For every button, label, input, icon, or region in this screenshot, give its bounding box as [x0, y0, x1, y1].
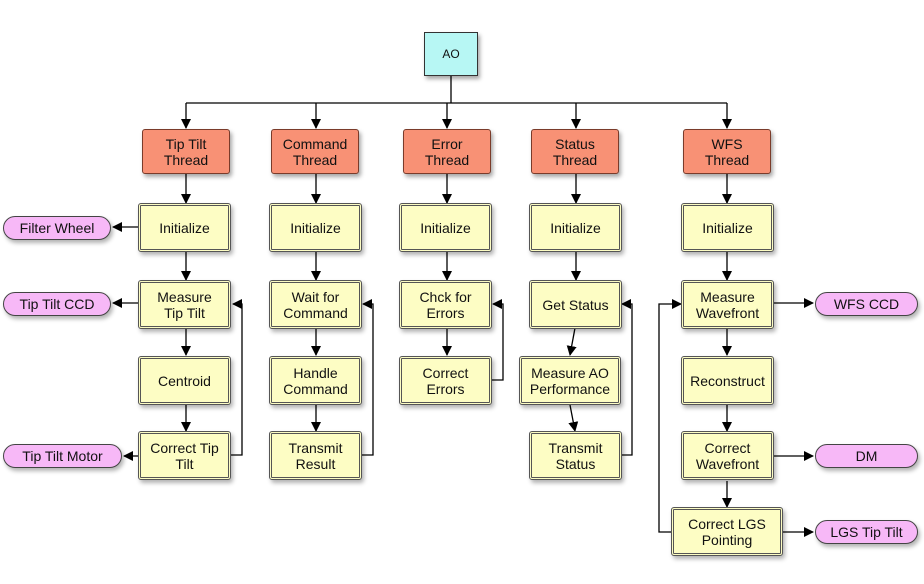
dm-node: DM — [815, 444, 918, 468]
connector-wfs-loop — [658, 299, 682, 533]
command-wait-node: Wait for Command — [269, 280, 362, 329]
connector-err-loop — [492, 299, 504, 381]
status-thread-node: Status Thread — [531, 129, 619, 174]
command-transmit-node: Transmit Result — [269, 431, 362, 480]
tiptilt-measure-node: Measure Tip Tilt — [138, 280, 231, 329]
connector-st-4 — [568, 404, 579, 432]
wfs-lgs-node: Correct LGS Pointing — [671, 507, 783, 556]
connector-st-loop — [621, 299, 633, 456]
error-check-node: Chck for Errors — [399, 280, 492, 329]
connector-cmd-loop — [362, 299, 374, 456]
tiptilt-correct-node: Correct Tip Tilt — [138, 431, 231, 480]
status-transmit-node: Transmit Status — [529, 431, 622, 480]
command-initialize-node: Initialize — [269, 203, 362, 252]
connector-tt-loop — [231, 299, 243, 456]
tiptilt-thread-node: Tip Tilt Thread — [142, 129, 230, 174]
command-thread-node: Command Thread — [271, 129, 359, 174]
tiptilt-initialize-node: Initialize — [138, 203, 231, 252]
error-thread-node: Error Thread — [403, 129, 491, 174]
lgs-tiptilt-node: LGS Tip Tilt — [815, 520, 918, 544]
status-get-node: Get Status — [529, 280, 622, 329]
tiptilt-centroid-node: Centroid — [138, 356, 231, 405]
tiptilt-ccd-node: Tip Tilt CCD — [3, 292, 111, 316]
command-handle-node: Handle Command — [269, 356, 362, 405]
wfs-thread-node: WFS Thread — [683, 129, 771, 174]
wfs-ccd-node: WFS CCD — [815, 292, 918, 316]
ao-node: AO — [424, 32, 478, 76]
wfs-reconstruct-node: Reconstruct — [681, 356, 774, 405]
wfs-correct-node: Correct Wavefront — [681, 431, 774, 480]
error-correct-node: Correct Errors — [399, 356, 492, 405]
tiptilt-motor-node: Tip Tilt Motor — [3, 444, 122, 468]
error-initialize-node: Initialize — [399, 203, 492, 252]
wfs-measure-node: Measure Wavefront — [681, 280, 774, 329]
connector-st-3 — [566, 327, 577, 356]
status-initialize-node: Initialize — [529, 203, 622, 252]
status-measure-node: Measure AO Performance — [519, 356, 621, 405]
wfs-initialize-node: Initialize — [681, 203, 774, 252]
filter-wheel-node: Filter Wheel — [3, 216, 111, 240]
